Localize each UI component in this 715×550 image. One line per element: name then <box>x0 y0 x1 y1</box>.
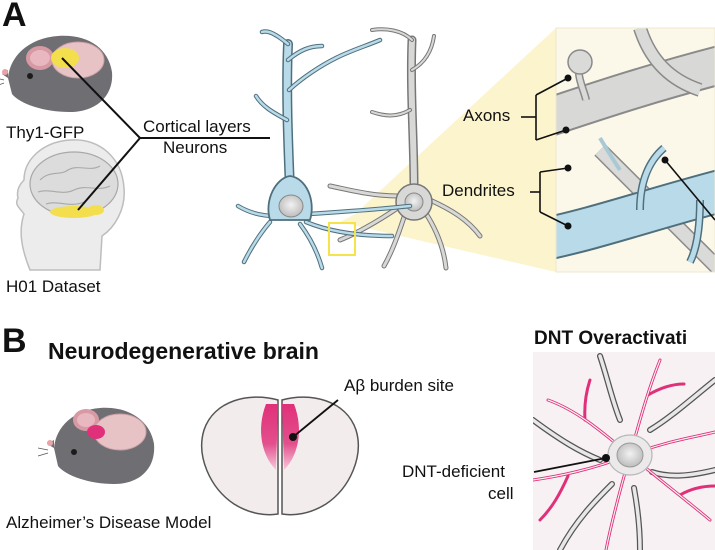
neurodegenerative-brain-title: Neurodegenerative brain <box>48 338 319 364</box>
dendrites-label: Dendrites <box>442 181 515 200</box>
ab-burden-site-label: Aβ burden site <box>344 376 454 395</box>
axons-label: Axons <box>463 106 511 125</box>
h01-dataset-label: H01 Dataset <box>6 277 101 296</box>
mouse-ad-illustration <box>37 407 155 484</box>
zoom-selection-box <box>328 222 356 256</box>
neurons-label: Neurons <box>163 138 228 157</box>
blue-neuron <box>235 29 413 271</box>
deficient-cell-pointer <box>533 457 607 473</box>
dnt-deficient-label-line1: DNT-deficient <box>402 462 505 481</box>
zoom-inset-border <box>555 27 715 273</box>
deficient-cell-dot <box>602 454 610 462</box>
dnt-deficient-label-line2: cell <box>488 484 514 503</box>
thy1-gfp-label: Thy1-GFP <box>6 123 85 142</box>
blue-neuron-nucleus <box>278 194 304 218</box>
cortical-connector-lines <box>61 57 270 211</box>
panel-letter-a: A <box>2 0 27 34</box>
burden-site-dot <box>289 433 297 441</box>
cortical-layers-label: Cortical layers <box>143 117 251 136</box>
panel-letter-b: B <box>2 322 27 360</box>
mouse-thy1-illustration <box>0 35 113 113</box>
brain-coronal-section <box>200 396 360 516</box>
axon-dendrite-pointers <box>521 77 715 227</box>
burden-site-pointer <box>292 399 339 438</box>
gray-neuron <box>327 27 483 271</box>
alzheimers-model-label: Alzheimer’s Disease Model <box>6 513 212 532</box>
dnt-inset <box>533 352 715 550</box>
dnt-overactivation-title: DNT Overactivati <box>534 328 688 349</box>
zoom-inset <box>556 28 715 272</box>
human-head-illustration <box>15 139 125 271</box>
pointer-dots <box>562 74 669 230</box>
